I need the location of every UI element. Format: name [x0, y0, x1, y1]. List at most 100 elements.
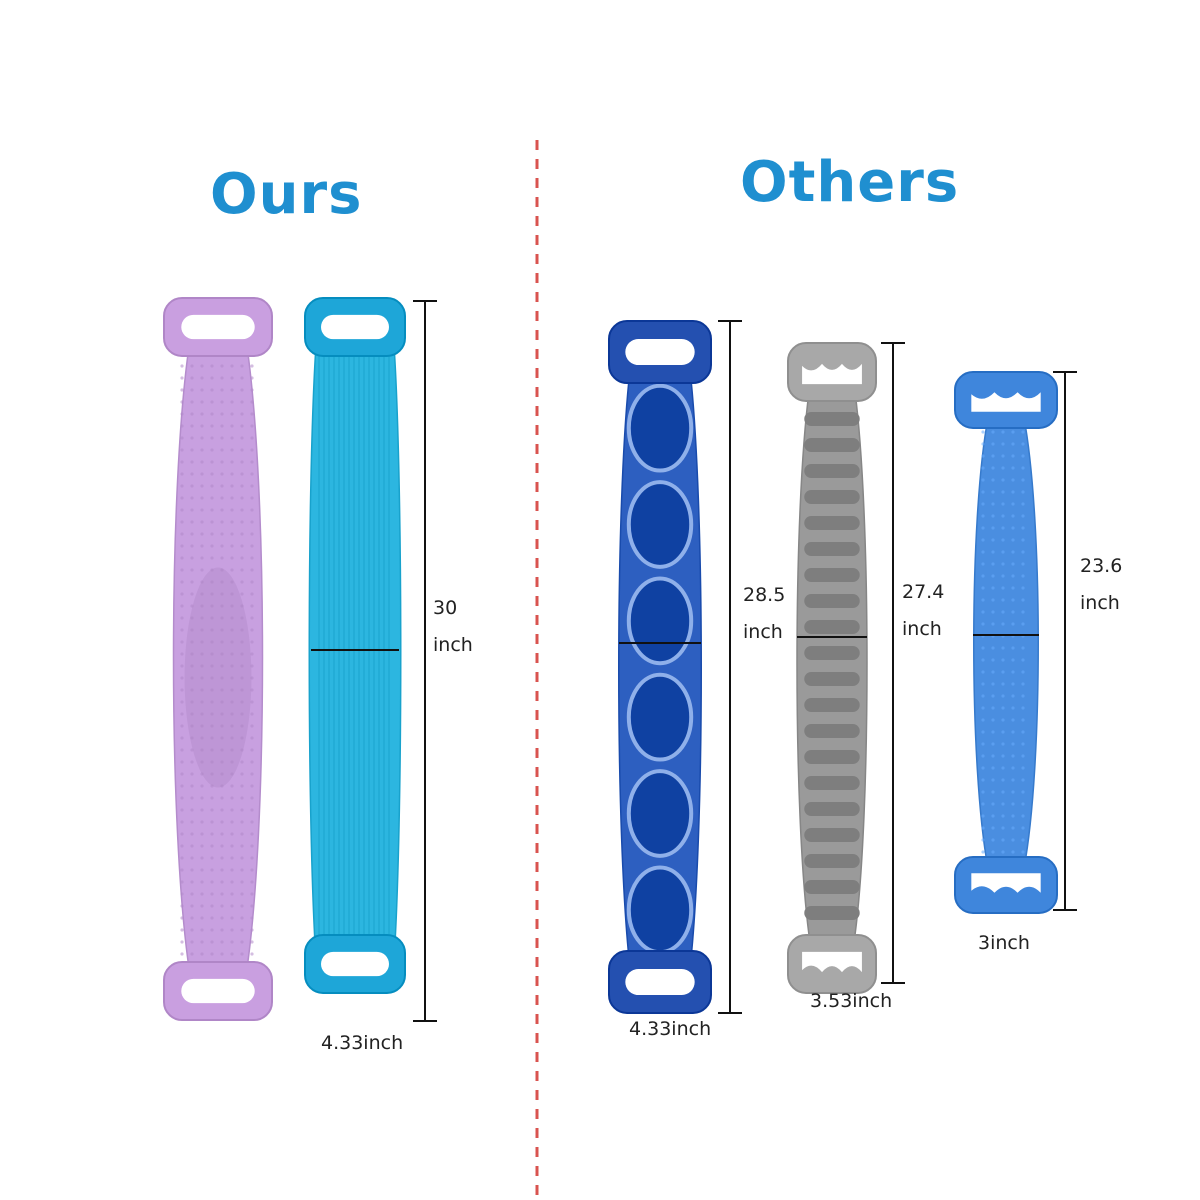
purple-scrubber-dot — [220, 844, 224, 848]
light-blue-scrubber-dot — [981, 814, 985, 818]
light-blue-scrubber-dot — [1011, 694, 1015, 698]
purple-scrubber-dot — [230, 892, 234, 896]
light-blue-scrubber-dot — [1021, 778, 1025, 782]
light-blue-scrubber-dot — [1021, 430, 1025, 434]
light-blue-scrubber-dot — [1001, 706, 1005, 710]
light-blue-scrubber-dot — [1011, 598, 1015, 602]
purple-scrubber-dot — [250, 556, 254, 560]
purple-scrubber-dot — [200, 748, 204, 752]
gray-scrubber-band — [804, 906, 860, 920]
gray-scrubber-band — [804, 724, 860, 738]
purple-scrubber-dot — [210, 508, 214, 512]
light-blue-scrubber-dot — [991, 670, 995, 674]
light-blue-scrubber-dot — [991, 658, 995, 662]
light-blue-scrubber-dot — [1001, 826, 1005, 830]
purple-scrubber-dot — [230, 868, 234, 872]
purple-scrubber-dot — [220, 436, 224, 440]
light-blue-scrubber-dot — [991, 814, 995, 818]
purple-scrubber-dot — [250, 676, 254, 680]
purple-scrubber-dot — [220, 880, 224, 884]
purple-scrubber-dot — [220, 940, 224, 944]
purple-scrubber-dot — [220, 832, 224, 836]
light-blue-scrubber-dot — [981, 742, 985, 746]
purple-scrubber-dot — [220, 676, 224, 680]
light-blue-scrubber-dot — [1011, 622, 1015, 626]
purple-scrubber-dot — [230, 940, 234, 944]
purple-scrubber-dot — [240, 460, 244, 464]
light-blue-scrubber-dot — [1021, 586, 1025, 590]
purple-scrubber-dot — [220, 640, 224, 644]
purple-scrubber-dot — [180, 820, 184, 824]
purple-scrubber-dot — [200, 940, 204, 944]
purple-scrubber-dot — [190, 724, 194, 728]
light-blue-scrubber-dot — [1021, 814, 1025, 818]
light-blue-scrubber-dot — [1021, 682, 1025, 686]
purple-scrubber-dot — [210, 832, 214, 836]
gray-scrubber-length-rule — [881, 342, 905, 984]
light-blue-scrubber-dot — [1001, 598, 1005, 602]
purple-scrubber-dot — [240, 748, 244, 752]
purple-scrubber-dot — [230, 664, 234, 668]
light-blue-scrubber-dot — [981, 670, 985, 674]
purple-scrubber-dot — [200, 688, 204, 692]
light-blue-scrubber-bottom-handle-hole — [971, 873, 1041, 893]
purple-scrubber-dot — [250, 460, 254, 464]
light-blue-scrubber-dot — [1001, 778, 1005, 782]
purple-scrubber-dot — [210, 376, 214, 380]
purple-scrubber-dot — [250, 496, 254, 500]
light-blue-scrubber-dot — [981, 730, 985, 734]
purple-scrubber-dot — [220, 556, 224, 560]
purple-scrubber-dot — [210, 772, 214, 776]
purple-scrubber-dot — [190, 760, 194, 764]
purple-scrubber-dot — [190, 748, 194, 752]
purple-scrubber-dot — [250, 424, 254, 428]
purple-scrubber-dot — [180, 784, 184, 788]
purple-scrubber-dot — [180, 424, 184, 428]
purple-scrubber-dot — [220, 580, 224, 584]
purple-scrubber-dot — [240, 364, 244, 368]
purple-scrubber-dot — [190, 868, 194, 872]
light-blue-scrubber-dot — [1021, 550, 1025, 554]
light-blue-scrubber-dot — [1011, 550, 1015, 554]
purple-scrubber-dot — [190, 940, 194, 944]
purple-scrubber-dot — [180, 496, 184, 500]
light-blue-scrubber-dot — [981, 766, 985, 770]
purple-scrubber-dot — [210, 676, 214, 680]
purple-scrubber-dot — [230, 856, 234, 860]
purple-scrubber-dot — [190, 496, 194, 500]
purple-scrubber-dot — [250, 532, 254, 536]
cyan-scrubber — [304, 297, 406, 994]
purple-scrubber-dot — [240, 652, 244, 656]
light-blue-scrubber-dot — [1021, 790, 1025, 794]
light-blue-scrubber-dot — [1001, 514, 1005, 518]
navy-scrubber-oval — [626, 480, 694, 569]
purple-scrubber-dot — [200, 616, 204, 620]
purple-scrubber-dot — [210, 652, 214, 656]
purple-scrubber-dot — [230, 364, 234, 368]
light-blue-scrubber-dot — [981, 478, 985, 482]
purple-scrubber-dot — [250, 388, 254, 392]
purple-scrubber-dot — [220, 628, 224, 632]
light-blue-scrubber-length-rule — [1053, 371, 1077, 911]
light-blue-scrubber-dot — [1021, 706, 1025, 710]
purple-scrubber-dot — [200, 868, 204, 872]
purple-scrubber-dot — [200, 784, 204, 788]
purple-scrubber-dot — [200, 592, 204, 596]
purple-scrubber-dot — [180, 436, 184, 440]
light-blue-scrubber-top-handle-hole — [971, 392, 1041, 412]
purple-scrubber-dot — [250, 904, 254, 908]
purple-scrubber-dot — [210, 616, 214, 620]
light-blue-scrubber-dot — [1021, 718, 1025, 722]
purple-scrubber-dot — [220, 724, 224, 728]
light-blue-scrubber-dot — [981, 490, 985, 494]
purple-scrubber-dot — [180, 700, 184, 704]
purple-scrubber-dot — [250, 652, 254, 656]
light-blue-scrubber-dot — [1001, 850, 1005, 854]
purple-scrubber-dot — [180, 880, 184, 884]
purple-scrubber-dot — [230, 832, 234, 836]
light-blue-scrubber-dot — [991, 502, 995, 506]
purple-scrubber-dot — [210, 628, 214, 632]
purple-scrubber-dot — [250, 712, 254, 716]
purple-scrubber-dot — [200, 364, 204, 368]
